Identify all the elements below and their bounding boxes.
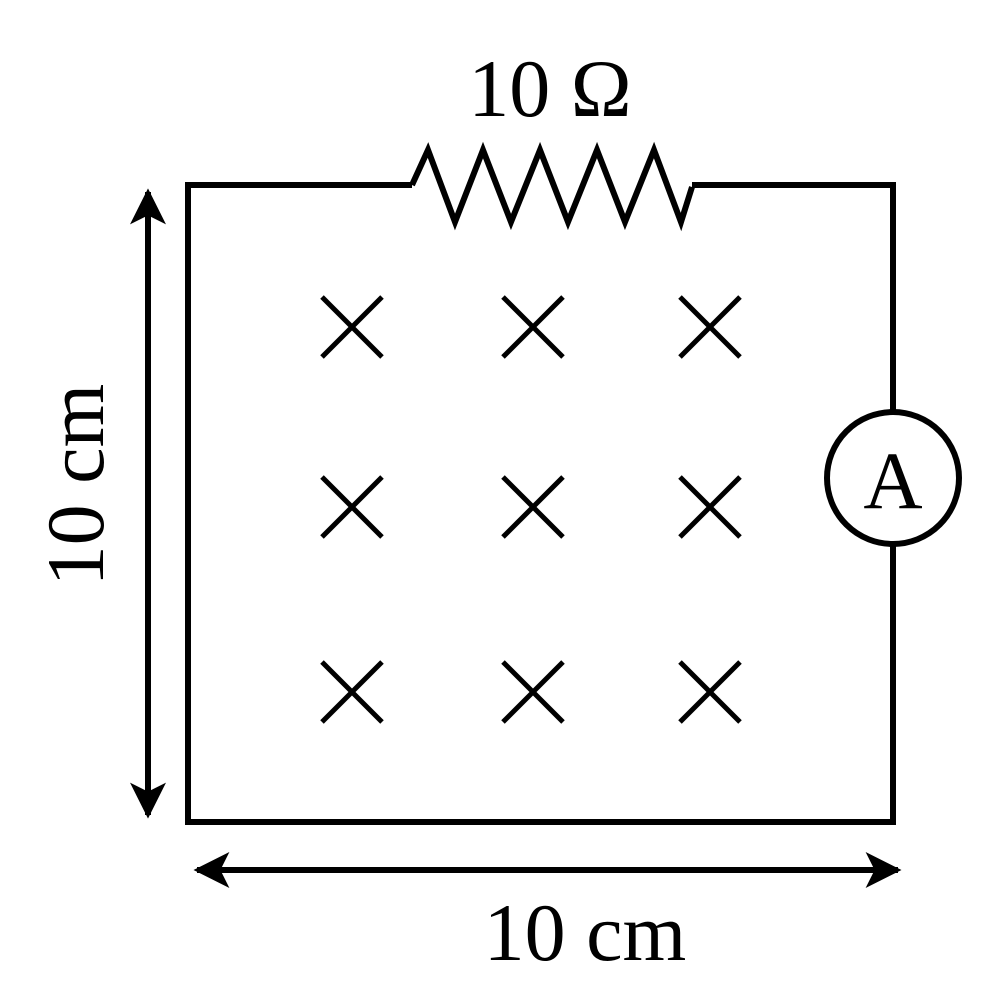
field-cross-icon [320, 475, 384, 539]
field-cross-icon [678, 660, 742, 724]
ammeter-label: A [863, 435, 922, 526]
circuit-wire [185, 182, 896, 825]
height-label: 10 cm [30, 384, 121, 587]
width-label: 10 cm [484, 887, 687, 978]
field-cross-icon [678, 295, 742, 359]
field-cross-icon [501, 295, 565, 359]
magnetic-field-crosses [320, 295, 742, 724]
field-cross-icon [678, 475, 742, 539]
field-cross-icon [501, 475, 565, 539]
resistor-label: 10 Ω [468, 43, 631, 134]
field-cross-icon [501, 660, 565, 724]
field-cross-icon [320, 660, 384, 724]
field-cross-icon [320, 295, 384, 359]
resistor [409, 141, 695, 232]
ammeter: A [824, 409, 962, 547]
